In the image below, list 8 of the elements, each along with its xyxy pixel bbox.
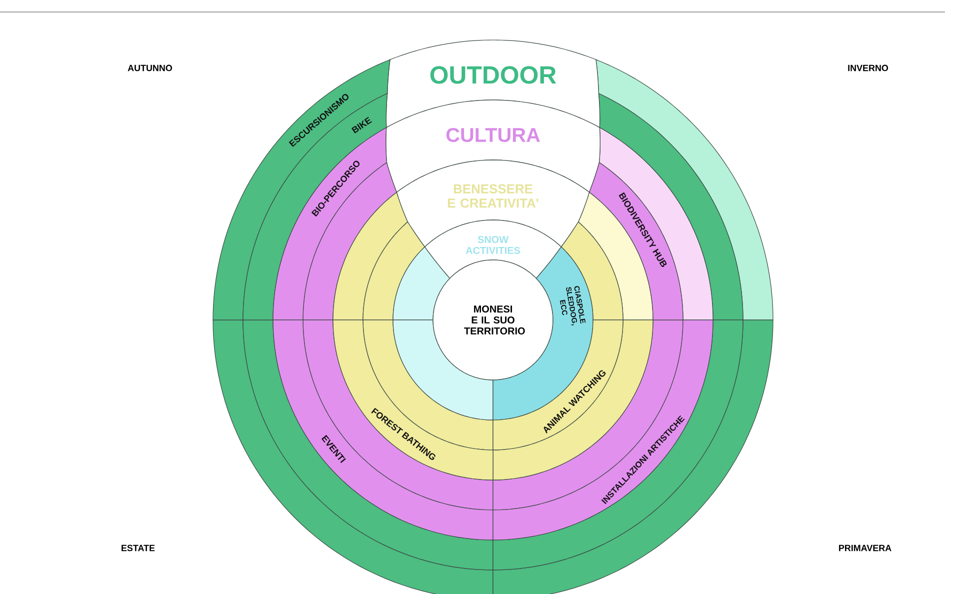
ring-segment: [596, 59, 774, 320]
season-label: ESTATE: [122, 544, 155, 552]
season-label: AUTUNNO: [128, 64, 172, 72]
ring-segment: [598, 92, 744, 320]
season-label: INVERNO: [848, 64, 888, 72]
ring-segment: [598, 127, 714, 320]
season-label: PRIMAVERA: [839, 544, 892, 552]
category-band: OUTDOOR: [386, 40, 600, 128]
